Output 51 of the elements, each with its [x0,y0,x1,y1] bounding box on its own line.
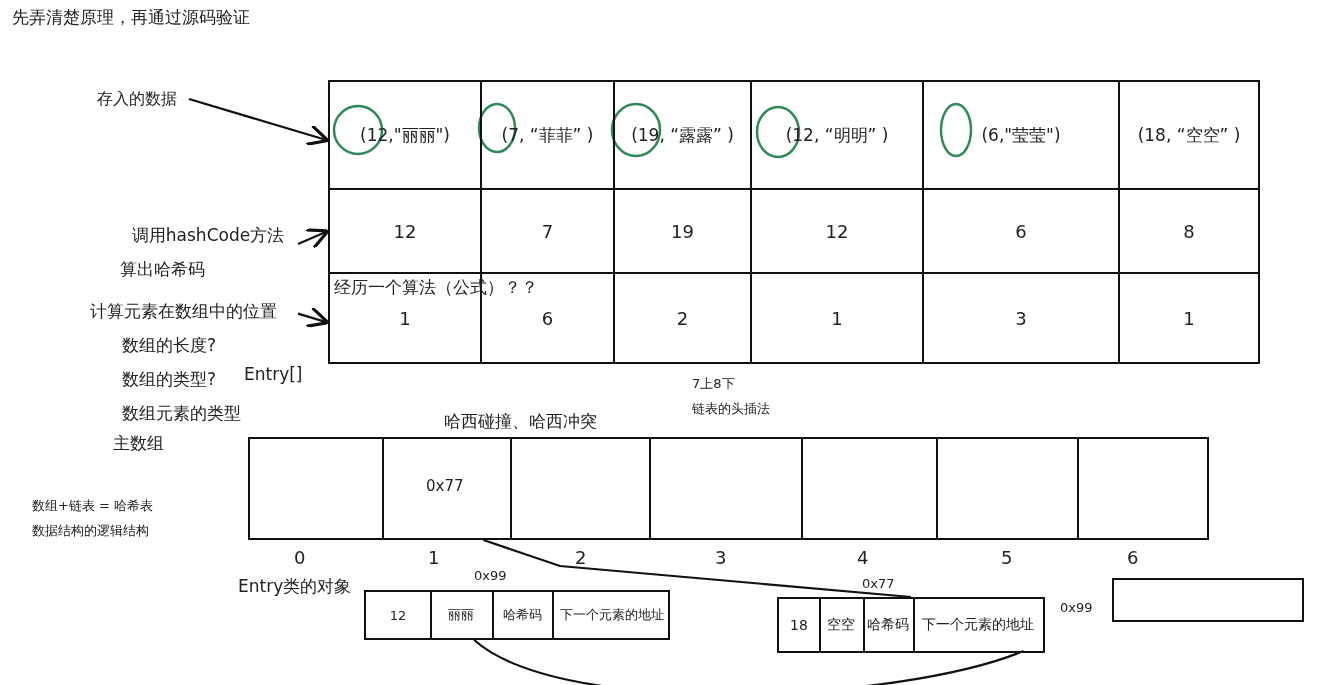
note-text: 7上8下 [692,375,735,393]
array-slot: 0x77 [382,437,512,540]
arrow [188,97,330,146]
note-text: Entry[] [244,364,303,384]
entry-box [777,597,1045,653]
array-slot [936,437,1079,540]
index-number: 0 [294,547,306,568]
table-cell: 1 [1118,272,1260,364]
entry-box [364,590,670,640]
note-text: 数组+链表 = 哈希表 [32,497,154,515]
note-text: 数组的类型? [122,368,217,391]
entry-field: 丽丽 [430,592,494,638]
step-text: 调用hashCode方法 [118,222,298,248]
entry-field: 空空 [819,599,865,651]
connector-line [473,639,1024,685]
index-number: 3 [715,547,727,568]
note-text: 主数组 [113,432,164,455]
entry-field: 下一个元素的地址 [552,592,672,638]
note-text: 数据结构的逻辑结构 [32,522,149,540]
note-text: 链表的头插法 [692,400,770,418]
entry-field: 18 [779,599,821,651]
note-text: 哈西碰撞、哈西冲突 [444,410,597,433]
index-number: 2 [575,547,587,568]
index-number: 5 [1001,547,1013,568]
array-slot [649,437,803,540]
note-text: 数组元素的类型 [122,402,241,425]
entry-field: 12 [366,592,432,638]
arrow [297,305,330,328]
array-slot [801,437,938,540]
note-text: 数组的长度? [122,334,217,357]
step-text: 计算元素在数组中的位置 [68,298,298,324]
entry-field: 哈希码 [863,599,915,651]
array-slot [510,437,651,540]
note-text: 算出哈希码 [120,258,205,281]
page-title: 先弄清楚原理，再通过源码验证 [12,6,250,29]
entry-field: 哈希码 [492,592,554,638]
connector-line [483,538,912,599]
index-number: 6 [1127,547,1139,568]
arrow [297,228,330,250]
address-text: 0x99 [474,568,507,583]
table-cell: (18, “空空” ) [1118,80,1260,190]
note-text: Entry类的对象 [238,575,352,598]
index-number: 4 [857,547,869,568]
index-number: 1 [428,547,440,568]
entry-field: 下一个元素的地址 [913,599,1043,651]
address-text: 0x99 [1060,600,1093,615]
address-text: 0x77 [862,576,895,591]
step-text: 存入的数据 [85,86,189,112]
array-slot [1077,437,1209,540]
array-slot [248,437,384,540]
array-slot [1112,578,1304,622]
